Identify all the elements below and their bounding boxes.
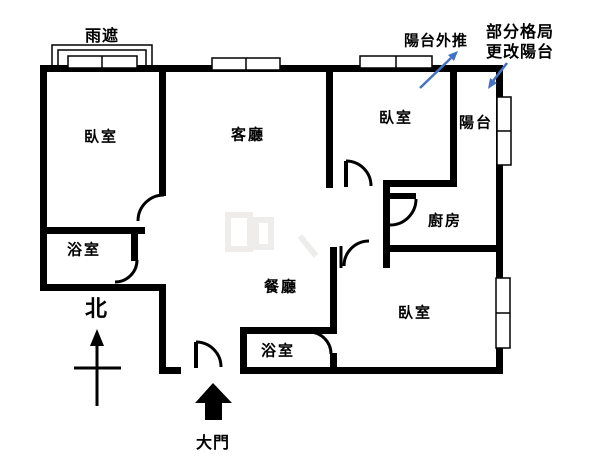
room-label-kitchen: 廚房 [427, 212, 463, 230]
wall-bathroom2-top [240, 327, 337, 334]
room-label-bathroom-upper: 浴室 [66, 241, 102, 259]
room-label-living-room: 客廳 [230, 126, 266, 144]
wall-kitchen-door-leaf [388, 193, 416, 199]
main-entrance-label: 大門 [195, 435, 231, 452]
wall-right [496, 65, 503, 374]
wall-bottom-left [40, 284, 166, 291]
wall-entry-stub [159, 367, 181, 374]
wall-bottom [240, 367, 503, 374]
layout-change-arrow-icon [488, 62, 508, 89]
door-arc-bedroom1 [136, 193, 165, 222]
wall-left-lower [159, 284, 166, 374]
room-label-bedroom-top-right: 臥室 [378, 109, 414, 127]
door-arc-entry [195, 340, 223, 368]
north-label: 北 [84, 296, 108, 321]
wall-bedroom2-right [450, 65, 457, 187]
wall-left [40, 65, 47, 291]
door-arc-bedroom2 [345, 159, 373, 187]
wall-bedroom1-bottom [40, 227, 145, 234]
wall-dining-bedroom3 [330, 247, 337, 327]
watermark [225, 212, 319, 258]
rain-shade-label: 雨遮 [84, 28, 120, 45]
door-arc-bedroom3 [342, 239, 370, 267]
wall-kitchen-left [383, 180, 390, 268]
door-arc-kitchen [389, 198, 418, 227]
wall-bathroom1-right [131, 227, 138, 261]
north-compass-icon [74, 329, 121, 406]
windows [67, 55, 512, 349]
wall-bedroom1-right [159, 65, 166, 196]
wall-living-bedroom2 [326, 65, 333, 188]
room-label-bathroom-lower: 浴室 [260, 342, 296, 360]
layout-note-line1: 部分格局 [485, 24, 555, 41]
main-entrance-arrow-icon [195, 383, 232, 420]
layout-note-line2: 更改陽台 [485, 44, 555, 61]
room-label-balcony: 陽台 [458, 114, 494, 132]
room-label-bedroom-top-left: 臥室 [83, 128, 119, 146]
balcony-pushout-label: 陽台外推 [403, 32, 469, 50]
wall-kitchen-bottom [383, 245, 503, 252]
door-arc-bathroom2 [308, 330, 333, 355]
door-arcs [114, 159, 418, 368]
room-label-dining-room: 餐廳 [263, 278, 299, 296]
wall-bathroom2-right-stub [330, 353, 337, 374]
balcony-pushout-arrow-icon [419, 51, 458, 89]
wall-bathroom2-left [240, 327, 247, 374]
wall-bedroom2-bottom [383, 180, 457, 187]
door-arc-bathroom1 [114, 259, 139, 284]
room-label-bedroom-bottom-right: 臥室 [397, 304, 433, 322]
